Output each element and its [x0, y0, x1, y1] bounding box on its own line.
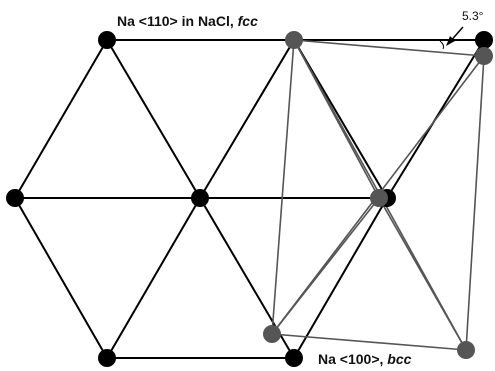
- fcc-label-suffix: fcc: [238, 13, 258, 29]
- bcc-line: [271, 197, 380, 335]
- bcc-label-suffix: bcc: [387, 351, 411, 367]
- bcc-atom: [285, 31, 303, 49]
- bcc-atom: [457, 341, 475, 359]
- bcc-line: [465, 55, 485, 351]
- bcc-atom: [263, 325, 281, 343]
- fcc-line: [106, 197, 201, 359]
- fcc-atom: [98, 349, 116, 367]
- bcc-line: [293, 39, 380, 199]
- fcc-line: [106, 39, 201, 199]
- fcc-line: [14, 197, 108, 359]
- fcc-atom: [191, 189, 209, 207]
- bcc-line: [271, 39, 295, 335]
- angle-arrowhead: [446, 36, 455, 46]
- bcc-atom: [475, 47, 493, 65]
- fcc-lattice-lines: [14, 39, 485, 359]
- bcc-atoms: [263, 31, 493, 359]
- angle-indicator: 5.3°: [439, 9, 484, 50]
- fcc-line: [293, 197, 388, 359]
- angle-arc: [439, 40, 445, 50]
- fcc-atom: [98, 31, 116, 49]
- fcc-atom: [6, 189, 24, 207]
- fcc-atom: [475, 31, 493, 49]
- fcc-atoms: [6, 31, 493, 367]
- bcc-label-prefix: Na <100>,: [318, 351, 387, 367]
- bcc-label: Na <100>, bcc: [318, 351, 412, 367]
- bcc-line: [293, 39, 485, 57]
- fcc-line: [14, 39, 108, 199]
- bcc-atom: [370, 189, 388, 207]
- bcc-line: [378, 197, 467, 351]
- fcc-atom: [285, 349, 303, 367]
- bcc-line: [271, 333, 467, 351]
- fcc-label: Na <110> in NaCl, fcc: [117, 13, 258, 29]
- angle-label: 5.3°: [462, 9, 484, 23]
- fcc-line: [199, 39, 295, 199]
- fcc-label-prefix: Na <110> in NaCl,: [117, 13, 238, 29]
- bcc-lattice-lines: [271, 39, 485, 351]
